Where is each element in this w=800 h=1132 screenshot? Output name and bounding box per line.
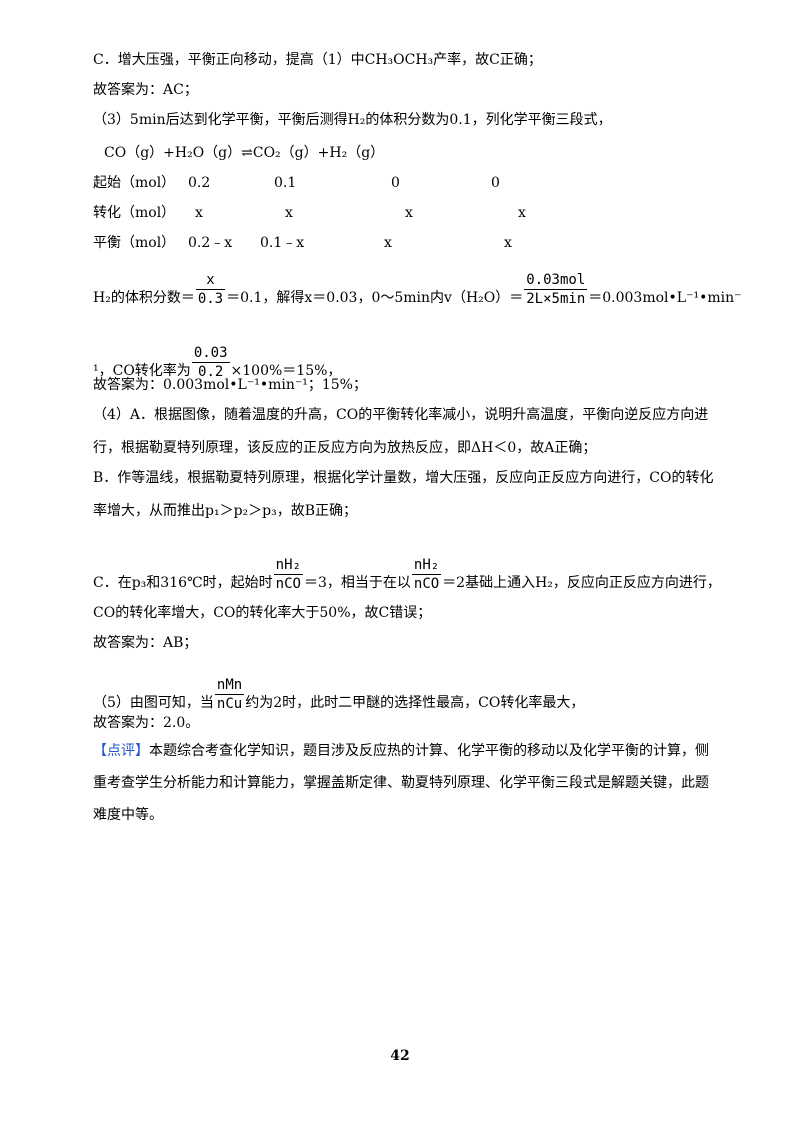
question-4a-line-1: （4）A．根据图像，随着温度的升高，CO的平衡转化率减小，说明升高温度，平衡向逆… <box>93 407 709 423</box>
fraction-denominator: 0.3 <box>197 291 224 307</box>
page-number: 42 <box>390 1048 410 1064</box>
text-segment: H₂的体积分数＝ <box>93 290 195 306</box>
fraction-numerator: 0.03mol <box>524 272 588 290</box>
text-segment: 本题综合考查化学知识，题目涉及反应热的计算、化学平衡的移动以及化学平衡的计算，侧 <box>149 743 709 759</box>
fraction-numerator: nMn <box>214 677 245 695</box>
text-segment: ＝2基础上通入H₂，反应向正反应方向进行， <box>442 575 721 591</box>
table-cell: 0 <box>491 175 500 191</box>
fraction-denominator: 2L×5min <box>526 291 586 307</box>
text-segment: ＝0.003mol•L⁻¹•min⁻ <box>588 290 742 306</box>
table-cell: x <box>285 205 293 221</box>
text-segment: （5）由图可知，当 <box>93 695 214 711</box>
row-label: 平衡（mol） <box>93 235 176 251</box>
question-4c-line-2: CO的转化率增大，CO的转化率大于50%，故C错误； <box>93 605 432 621</box>
fraction-denominator: nCO <box>413 576 440 592</box>
question-4b-line-1: B．作等温线，根据勒夏特列原理，根据化学计量数，增大压强，反应向正反应方向进行，… <box>93 470 714 486</box>
table-cell: 0.2﹣x <box>188 235 233 251</box>
table-row: 转化（mol） x x x x <box>93 203 693 223</box>
text-segment: ¹，CO转化率为 <box>93 363 191 379</box>
answer-line-4: 故答案为：2.0。 <box>93 715 200 731</box>
row-label: 起始（mol） <box>93 175 176 191</box>
text-segment: ＝0.1，解得x＝0.03，0～5min内v（H₂O）＝ <box>226 290 524 306</box>
fraction-numerator: 0.03 <box>191 345 230 363</box>
fraction-x-over-0.3: x 0.3 <box>195 271 226 308</box>
fraction-denominator: nCu <box>216 696 243 712</box>
fraction-denominator: nCO <box>275 576 301 592</box>
reaction-equation: CO（g）+H₂O（g）⇌CO₂（g）+H₂（g） <box>104 145 385 161</box>
text-segment: 约为2时，此时二甲醚的选择性最高，CO转化率最大， <box>245 695 585 711</box>
fraction-rate: 0.03mol 2L×5min <box>524 271 588 308</box>
fraction-nh2-nco: nH₂ nCO <box>273 556 303 593</box>
table-cell: x <box>504 235 512 251</box>
question-4b-line-2: 率增大，从而推出p₁＞p₂＞p₃，故B正确； <box>93 503 358 519</box>
fraction-nh2-nco: nH₂ nCO <box>411 556 442 593</box>
fraction-conversion: 0.03 0.2 <box>191 344 230 381</box>
table-cell: 0.1﹣x <box>260 235 305 251</box>
comment-line-1: 【点评】本题综合考查化学知识，题目涉及反应热的计算、化学平衡的移动以及化学平衡的… <box>93 741 709 761</box>
row-label: 转化（mol） <box>93 205 176 221</box>
text-segment: C．在p₃和316℃时，起始时 <box>93 575 273 591</box>
answer-line-2: 故答案为：0.003mol•L⁻¹•min⁻¹；15%； <box>93 377 367 393</box>
fraction-denominator: 0.2 <box>198 364 224 380</box>
answer-line-3: 故答案为：AB； <box>93 635 198 651</box>
fraction-numerator: nH₂ <box>273 557 303 575</box>
question-5-line: （5）由图可知，当 nMn nCu 约为2时，此时二甲醚的选择性最高，CO转化率… <box>93 663 584 713</box>
table-cell: x <box>405 205 413 221</box>
fraction-numerator: x <box>195 271 226 290</box>
option-c-line: C．增大压强，平衡正向移动，提高（1）中CH₃OCH₃产率，故C正确； <box>93 52 542 68</box>
fraction-nmn-ncu: nMn nCu <box>214 676 245 713</box>
table-cell: x <box>195 205 203 221</box>
answer-line-1: 故答案为：AC； <box>93 82 198 98</box>
question-4c-line-1: C．在p₃和316℃时，起始时 nH₂ nCO ＝3，相当于在以 nH₂ nCO… <box>93 533 721 593</box>
text-segment: ＝3，相当于在以 <box>303 575 411 591</box>
comment-line-3: 难度中等。 <box>93 807 163 823</box>
table-row: 平衡（mol） 0.2﹣x 0.1﹣x x x <box>93 233 693 253</box>
h2-fraction-line: H₂的体积分数＝ x 0.3 ＝0.1，解得x＝0.03，0～5min内v（H₂… <box>93 258 742 308</box>
fraction-numerator: nH₂ <box>411 557 442 575</box>
text-segment: ×100%＝15%， <box>230 363 342 379</box>
table-row: 起始（mol） 0.2 0.1 0 0 <box>93 173 693 193</box>
table-cell: 0.2 <box>188 175 211 191</box>
comment-line-2: 重考查学生分析能力和计算能力，掌握盖斯定律、勒夏特列原理、化学平衡三段式是解题关… <box>93 775 709 791</box>
question-3-line: （3）5min后达到化学平衡，平衡后测得H₂的体积分数为0.1，列化学平衡三段式… <box>93 112 612 128</box>
conversion-line: ¹，CO转化率为 0.03 0.2 ×100%＝15%， <box>93 331 341 381</box>
table-cell: 0.1 <box>274 175 297 191</box>
table-cell: x <box>384 235 392 251</box>
question-4a-line-2: 行，根据勒夏特列原理，该反应的正反应方向为放热反应，即ΔH＜0，故A正确； <box>93 440 597 456</box>
table-cell: x <box>518 205 526 221</box>
comment-tag: 【点评】 <box>93 743 149 759</box>
table-cell: 0 <box>391 175 400 191</box>
